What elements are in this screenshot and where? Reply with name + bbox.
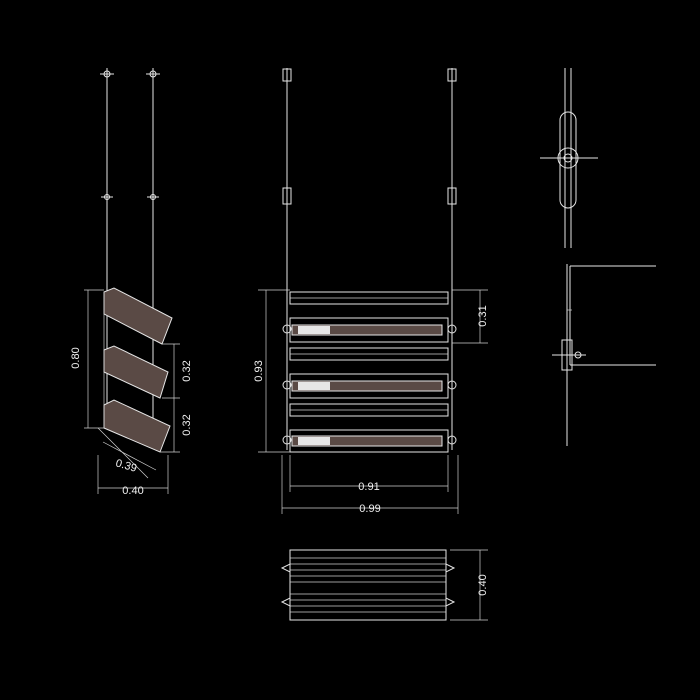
cable-clamp-icon [282, 187, 292, 205]
ceiling-anchor-icon [447, 68, 457, 82]
shelf-clamp-detail [552, 264, 656, 446]
ceiling-anchor-icon [100, 70, 114, 78]
dim-front-inner-width: 0.91 [358, 481, 379, 493]
dim-side-base-width: 0.40 [122, 485, 143, 497]
plan-view: 0.40 [280, 549, 489, 621]
side-shelf-top [103, 287, 173, 345]
cable-clamp-icon [101, 194, 113, 200]
dim-front-total-height: 0.93 [253, 360, 265, 381]
dim-side-gap-upper: 0.32 [181, 360, 193, 381]
front-shelf-middle [282, 347, 457, 399]
dim-side-gap-lower: 0.32 [181, 414, 193, 435]
dim-front-outer-width: 0.99 [359, 503, 380, 515]
dim-front-shelf-height: 0.31 [477, 305, 489, 326]
side-view: 0.80 0.32 0.32 0.39 0.40 [70, 68, 193, 497]
cable-clamp-icon [447, 187, 457, 205]
ceiling-anchor-icon [146, 70, 160, 78]
dim-plan-depth: 0.40 [477, 574, 489, 595]
front-shelf-bottom [282, 403, 457, 453]
dim-side-shelf-depth: 0.39 [114, 457, 138, 474]
front-shelf-top [282, 291, 457, 343]
dim-side-total-height: 0.80 [70, 347, 82, 368]
ceiling-anchor-icon [282, 68, 292, 82]
cable-clamp-icon [147, 194, 159, 200]
ceiling-mount-detail [540, 68, 598, 248]
front-view: 0.93 0.31 0.91 0.99 [253, 68, 489, 515]
side-shelf-middle [103, 345, 169, 399]
